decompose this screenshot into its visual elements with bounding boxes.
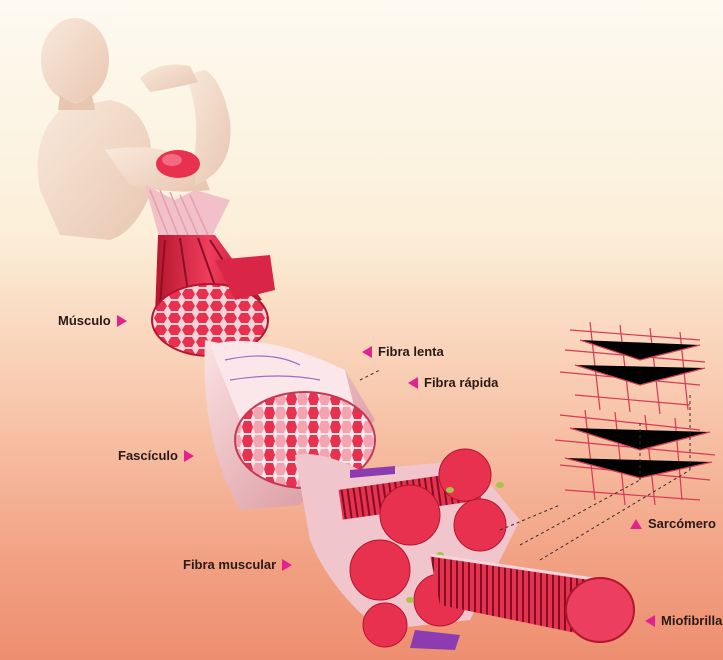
muscle-fiber-cluster: [295, 449, 520, 650]
label-fibra-lenta-text: Fibra lenta: [378, 344, 444, 359]
label-fibra-rapida-text: Fibra rápida: [424, 375, 498, 390]
sarcomere-schematic: [555, 322, 715, 505]
triangle-arrow-icon: [630, 519, 642, 529]
label-fasciculo-text: Fascículo: [118, 448, 178, 463]
tendon-fibers: [145, 185, 230, 240]
triangle-arrow-icon: [184, 450, 194, 462]
label-fibra-muscular: Fibra muscular: [183, 557, 292, 572]
label-sarcomero-text: Sarcómero: [648, 516, 716, 531]
triangle-arrow-icon: [282, 559, 292, 571]
label-fibra-rapida: Fibra rápida: [408, 375, 498, 390]
label-sarcomero: Sarcómero: [630, 516, 716, 531]
label-fibra-lenta: Fibra lenta: [362, 344, 444, 359]
label-fasciculo: Fascículo: [118, 448, 194, 463]
label-musculo: Músculo: [58, 313, 127, 328]
label-miofibrilla-text: Miofibrilla: [661, 613, 722, 628]
label-musculo-text: Músculo: [58, 313, 111, 328]
label-fibra-muscular-text: Fibra muscular: [183, 557, 276, 572]
label-miofibrilla: Miofibrilla: [645, 613, 722, 628]
muscle-bundle: [152, 235, 275, 356]
triangle-arrow-icon: [117, 315, 127, 327]
myofibril: [430, 555, 634, 642]
triangle-arrow-icon: [408, 377, 418, 389]
triangle-arrow-icon: [645, 615, 655, 627]
triangle-arrow-icon: [362, 346, 372, 358]
